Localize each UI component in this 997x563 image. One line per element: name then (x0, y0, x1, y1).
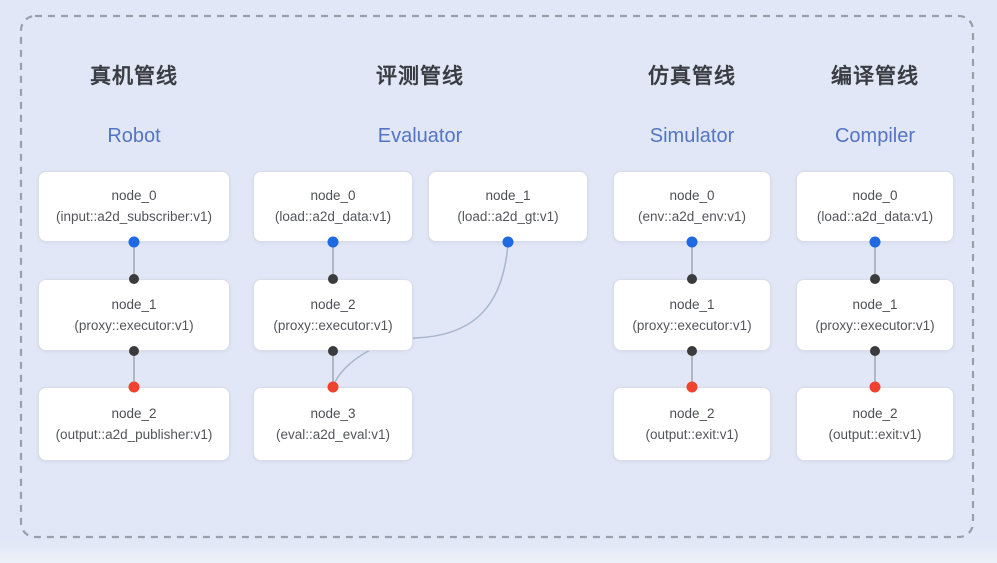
pipeline-title-en-evaluator: Evaluator (377, 125, 463, 147)
pipeline-title-zh-evaluator: 评测管线 (376, 65, 464, 88)
pipeline-title-en-simulator: Simulator (649, 125, 735, 147)
edge-evaluator-n1-n3-curve (333, 242, 509, 385)
pipeline-title-zh-robot: 真机管线 (90, 65, 178, 88)
dashed-container-border (19, 14, 975, 539)
pipeline-title-en-compiler: Compiler (834, 125, 916, 147)
pipeline-title-zh-simulator: 仿真管线 (648, 65, 736, 88)
pipeline-title-en-robot: Robot (107, 125, 161, 147)
pipeline-title-zh-compiler: 编译管线 (831, 65, 919, 88)
